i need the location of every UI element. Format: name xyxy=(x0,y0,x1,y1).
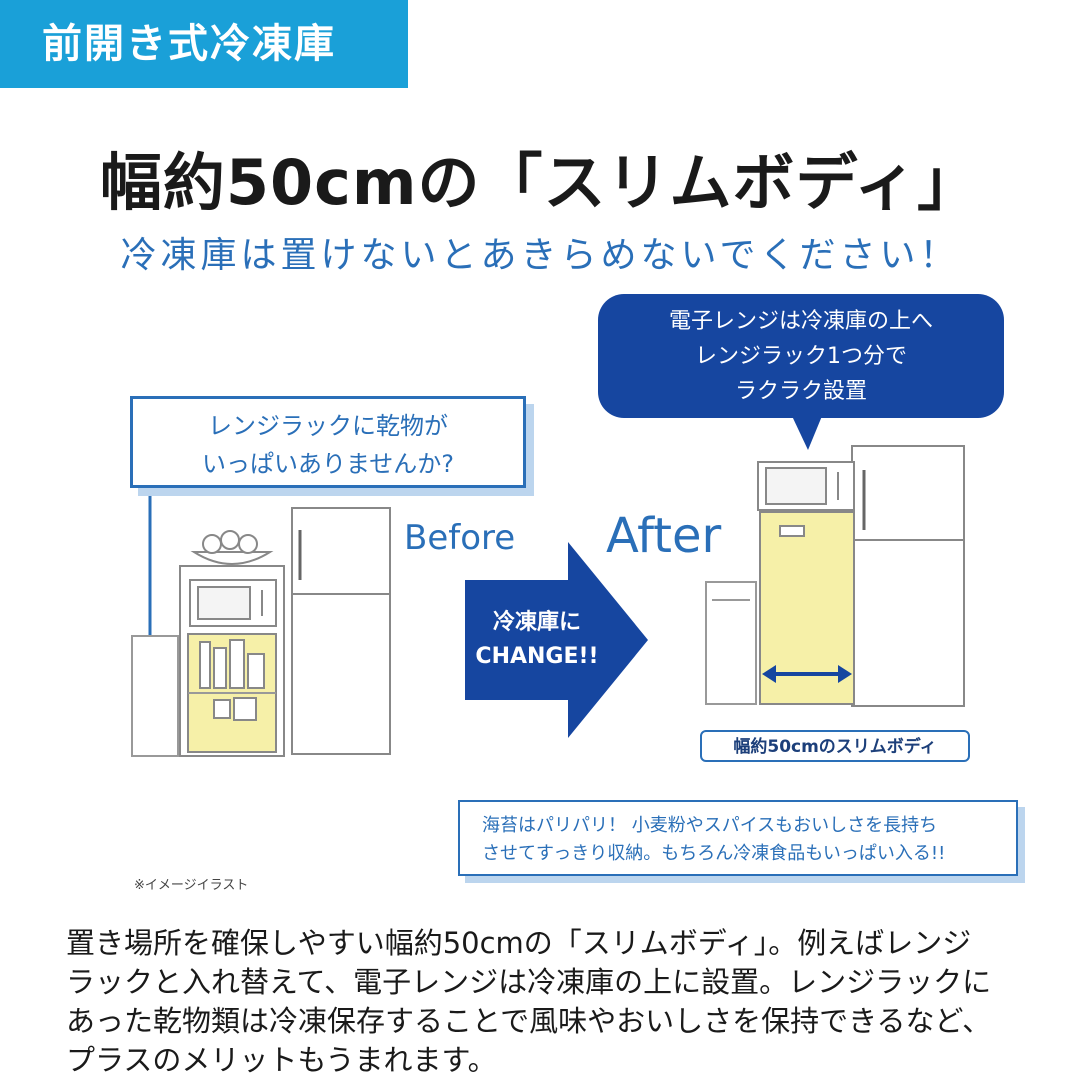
fruit-basket xyxy=(190,530,274,565)
benefit-box: 海苔はパリパリ！ 小麦粉やスパイスもおいしさを長持ち させてすっきり収納。もちろ… xyxy=(458,800,1018,876)
page-subtitle: 冷凍庫は置けないとあきらめないでください！ xyxy=(120,235,960,276)
microwave-after xyxy=(757,461,855,511)
width-arrow-icon xyxy=(762,665,852,683)
page-title: 幅約50cmの「スリムボディ」 xyxy=(99,146,981,219)
body-line: あった乾物類は冷凍保存することで風味やおいしさを保持できるなど、 xyxy=(66,1004,992,1038)
benefit-line: 海苔はパリパリ！ 小麦粉やスパイスもおいしさを長持ち xyxy=(482,815,938,836)
arrow-text: 冷凍庫に CHANGE!! xyxy=(462,606,612,674)
side-cabinet-after xyxy=(705,581,757,705)
arrow-text-line: CHANGE!! xyxy=(475,644,599,669)
bubble-line: ラクラク設置 xyxy=(734,379,867,404)
fridge-after xyxy=(851,445,965,707)
bubble-tail xyxy=(792,416,822,450)
body-line: プラスのメリットもうまれます。 xyxy=(66,1043,497,1077)
bubble-line: レンジラック1つ分で xyxy=(695,344,907,369)
fridge-before xyxy=(291,507,391,755)
before-note-box: レンジラックに乾物が いっぱいありませんか? xyxy=(130,396,526,488)
bubble-line: 電子レンジは冷凍庫の上へ xyxy=(668,309,933,334)
change-arrow xyxy=(465,542,648,738)
before-note-line: いっぱいありませんか? xyxy=(201,450,455,478)
after-speech-bubble: 電子レンジは冷凍庫の上へ レンジラック1つ分で ラクラク設置 xyxy=(598,294,1004,418)
benefit-line: させてすっきり収納。もちろん冷凍食品もいっぱい入る!! xyxy=(482,843,946,864)
side-cabinet-before xyxy=(131,635,179,757)
slim-body-label: 幅約50cmのスリムボディ xyxy=(700,730,970,762)
before-label: Before xyxy=(404,518,516,558)
image-note: ※イメージイラスト xyxy=(134,878,249,893)
microwave-before xyxy=(189,579,277,627)
arrow-text-line: 冷凍庫に xyxy=(492,610,581,635)
body-line: 置き場所を確保しやすい幅約50cmの「スリムボディ」。例えばレンジ xyxy=(66,926,972,960)
body-description: 置き場所を確保しやすい幅約50cmの「スリムボディ」。例えばレンジ ラックと入れ… xyxy=(66,924,1056,1080)
before-note-line: レンジラックに乾物が xyxy=(208,412,448,440)
body-line: ラックと入れ替えて、電子レンジは冷凍庫の上に設置。レンジラックに xyxy=(66,965,992,999)
after-label: After xyxy=(606,508,722,564)
category-tag: 前開き式冷凍庫 xyxy=(0,0,408,88)
